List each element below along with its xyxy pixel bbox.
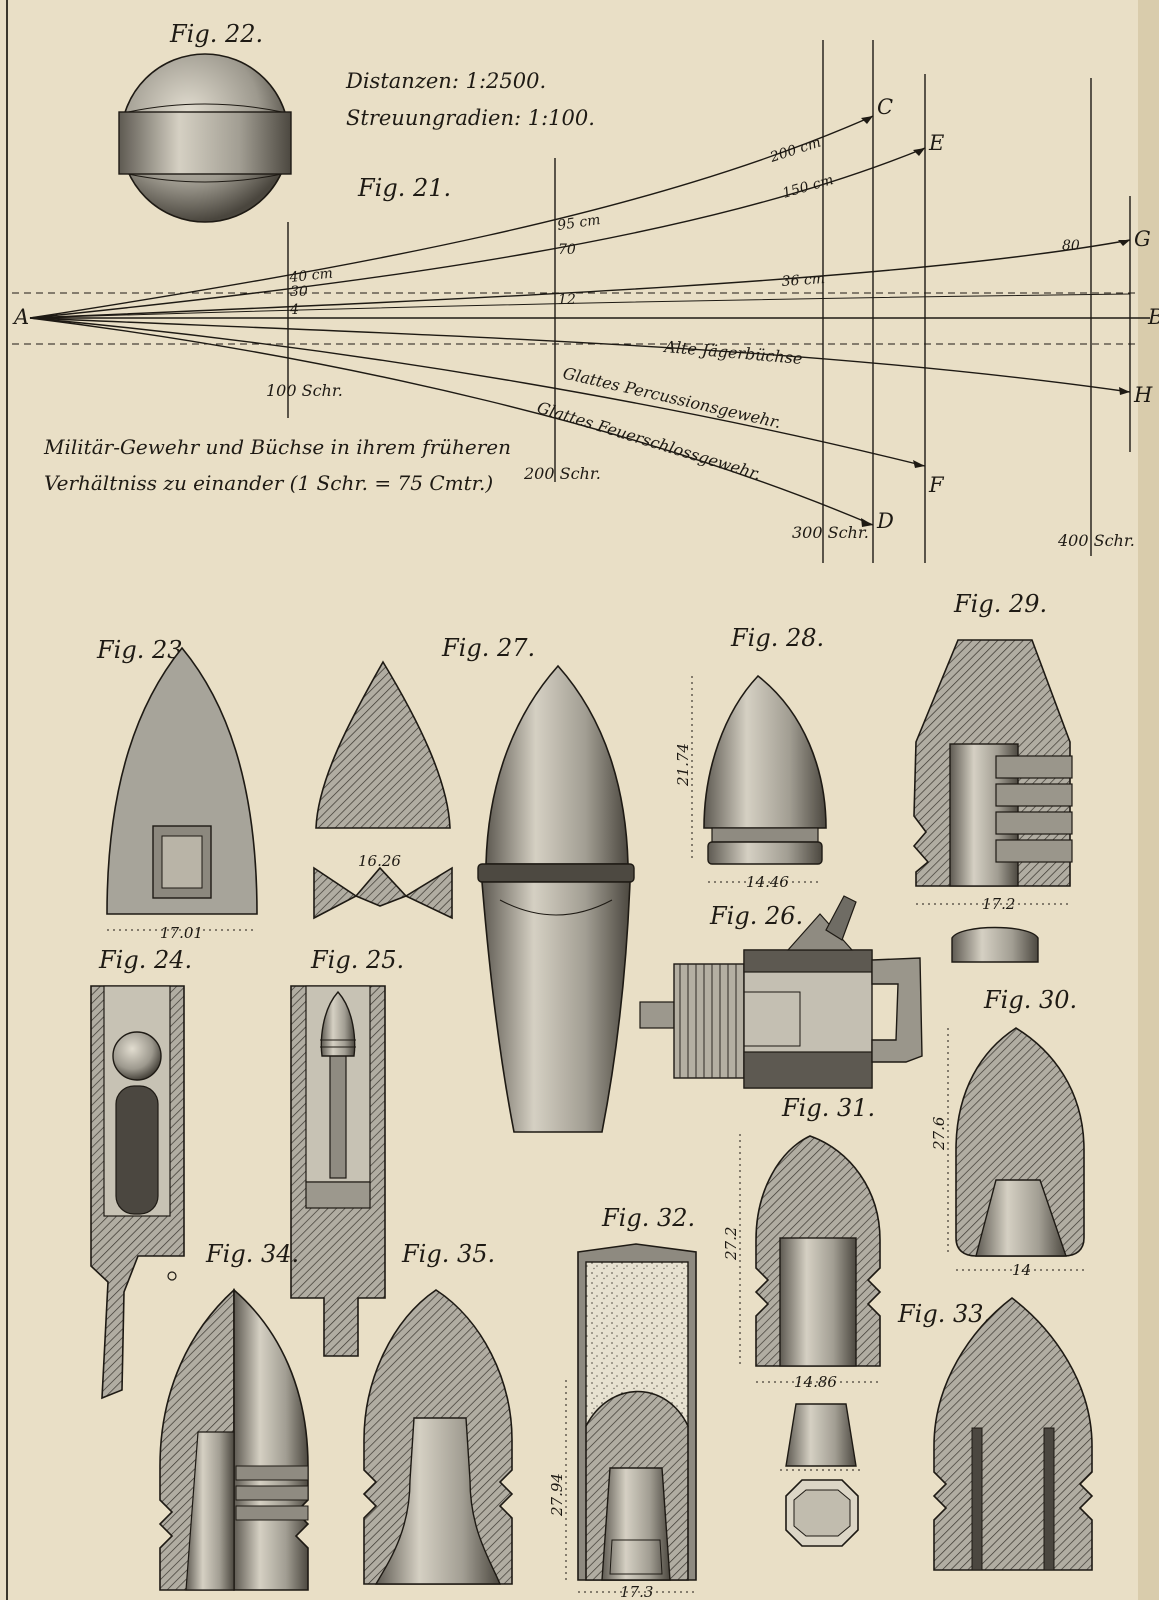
fig30-dim-width: 14 (1012, 1261, 1031, 1279)
fig32-dim-height: 27.94 (548, 1473, 566, 1517)
fig23-bullet: 17.01 (106, 646, 258, 942)
fig31-label: Fig. 31. (781, 1094, 875, 1122)
disp-40cm: 40 cm (288, 266, 334, 287)
disp-95cm: 95 cm (556, 212, 601, 234)
fig29-grooved-bullet: 17.2 (912, 639, 1073, 963)
fig22-round-ball (118, 53, 292, 223)
scale-dispersion: Streuungradien: 1:100. (346, 106, 595, 130)
fig25-pillar-breech (290, 985, 386, 1357)
fig30-label: Fig. 30. (983, 986, 1077, 1014)
fig28-dim-width: 14.46 (746, 873, 789, 891)
disp-4: 4 (289, 302, 299, 318)
fig32-dim-width: 17.3 (620, 1583, 653, 1600)
fig28-dim-height: 21.74 (674, 743, 692, 787)
fig29-dim-width: 17.2 (982, 895, 1015, 913)
point-h: H (1133, 383, 1153, 407)
fig35-label: Fig. 35. (401, 1240, 495, 1268)
scale-distances: Distanzen: 1:2500. (345, 69, 546, 93)
curve-to-c (29, 115, 874, 319)
curve-feuerschloss (29, 317, 874, 526)
fig26-label: Fig. 26. (709, 902, 803, 930)
disp-12: 12 (558, 292, 576, 308)
fig33-label: Fig. 33. (897, 1300, 991, 1328)
point-e: E (928, 131, 944, 155)
fig22-label: Fig. 22. (169, 20, 263, 48)
fig24-breech-section (90, 985, 185, 1400)
fig32-label: Fig. 32. (601, 1204, 695, 1232)
fig27-label: Fig. 27. (441, 634, 535, 662)
fig31-dim-height: 27.2 (722, 1227, 740, 1261)
distance-300: 300 Schr. (792, 523, 869, 542)
fig34-sectional-bullet (158, 1288, 310, 1591)
diagram-caption-line2: Verhältniss zu einander (1 Schr. = 75 Cm… (44, 471, 493, 495)
point-b: B (1147, 305, 1159, 329)
fig21-label: Fig. 21. (357, 174, 451, 202)
diagram-caption-line1: Militär-Gewehr und Büchse in ihrem frühe… (43, 435, 511, 459)
arrow-h (1119, 387, 1130, 395)
left-margin-rule (6, 0, 8, 1600)
fig35-sectional-bullet (362, 1289, 514, 1585)
disp-30: 30 (290, 284, 308, 300)
arrow-g (1118, 240, 1130, 246)
arrow-f (913, 460, 925, 468)
curve-alte-jaegerbuechse (29, 317, 1131, 393)
disp-70: 70 (558, 242, 576, 258)
fig30-dim-height: 27.6 (930, 1116, 948, 1151)
disp-36cm: 36 cm (781, 271, 825, 290)
point-a: A (12, 305, 29, 329)
point-f: F (928, 473, 945, 497)
distance-100: 100 Schr. (266, 381, 343, 400)
disp-80: 80 (1062, 238, 1080, 254)
fig33-bullet (932, 1296, 1094, 1571)
fig31-dim-width: 14.86 (794, 1373, 837, 1391)
point-c: C (877, 95, 893, 119)
fig28-label: Fig. 28. (730, 624, 824, 652)
curve-percussion (29, 317, 926, 467)
fig32-shell: 27.94 17.3 (548, 1243, 697, 1600)
point-d: D (876, 509, 894, 533)
curve-upper-inner (29, 293, 1131, 319)
fig28-bullet: 21.74 14.46 (674, 674, 827, 891)
arrow-d (861, 518, 873, 527)
fig27-dim-inner: 16.26 (358, 852, 401, 870)
fig34-label: Fig. 34. (205, 1240, 299, 1268)
fig30-bullet: 27.6 14 (930, 1027, 1085, 1279)
distance-400: 400 Schr. (1057, 531, 1135, 550)
arrow-e (913, 148, 925, 156)
fig23-dim-width: 17.01 (160, 924, 203, 942)
fig27-sectional-bullet: 16.26 (313, 660, 453, 920)
right-page-edge (1138, 0, 1159, 1600)
curve-to-g (29, 239, 1131, 319)
point-g: G (1134, 227, 1151, 251)
fig25-label: Fig. 25. (310, 946, 404, 974)
fig29-label: Fig. 29. (953, 590, 1047, 618)
fig31-sectional-bullet: 27.2 14.86 (722, 1134, 882, 1547)
fig27-elongated-bullet (477, 664, 635, 1133)
fig26-breech-plug (639, 895, 923, 1089)
distance-200: 200 Schr. (523, 464, 601, 483)
fig24-label: Fig. 24. (98, 946, 192, 974)
arrow-c (861, 116, 873, 124)
curve-to-e (29, 147, 926, 319)
